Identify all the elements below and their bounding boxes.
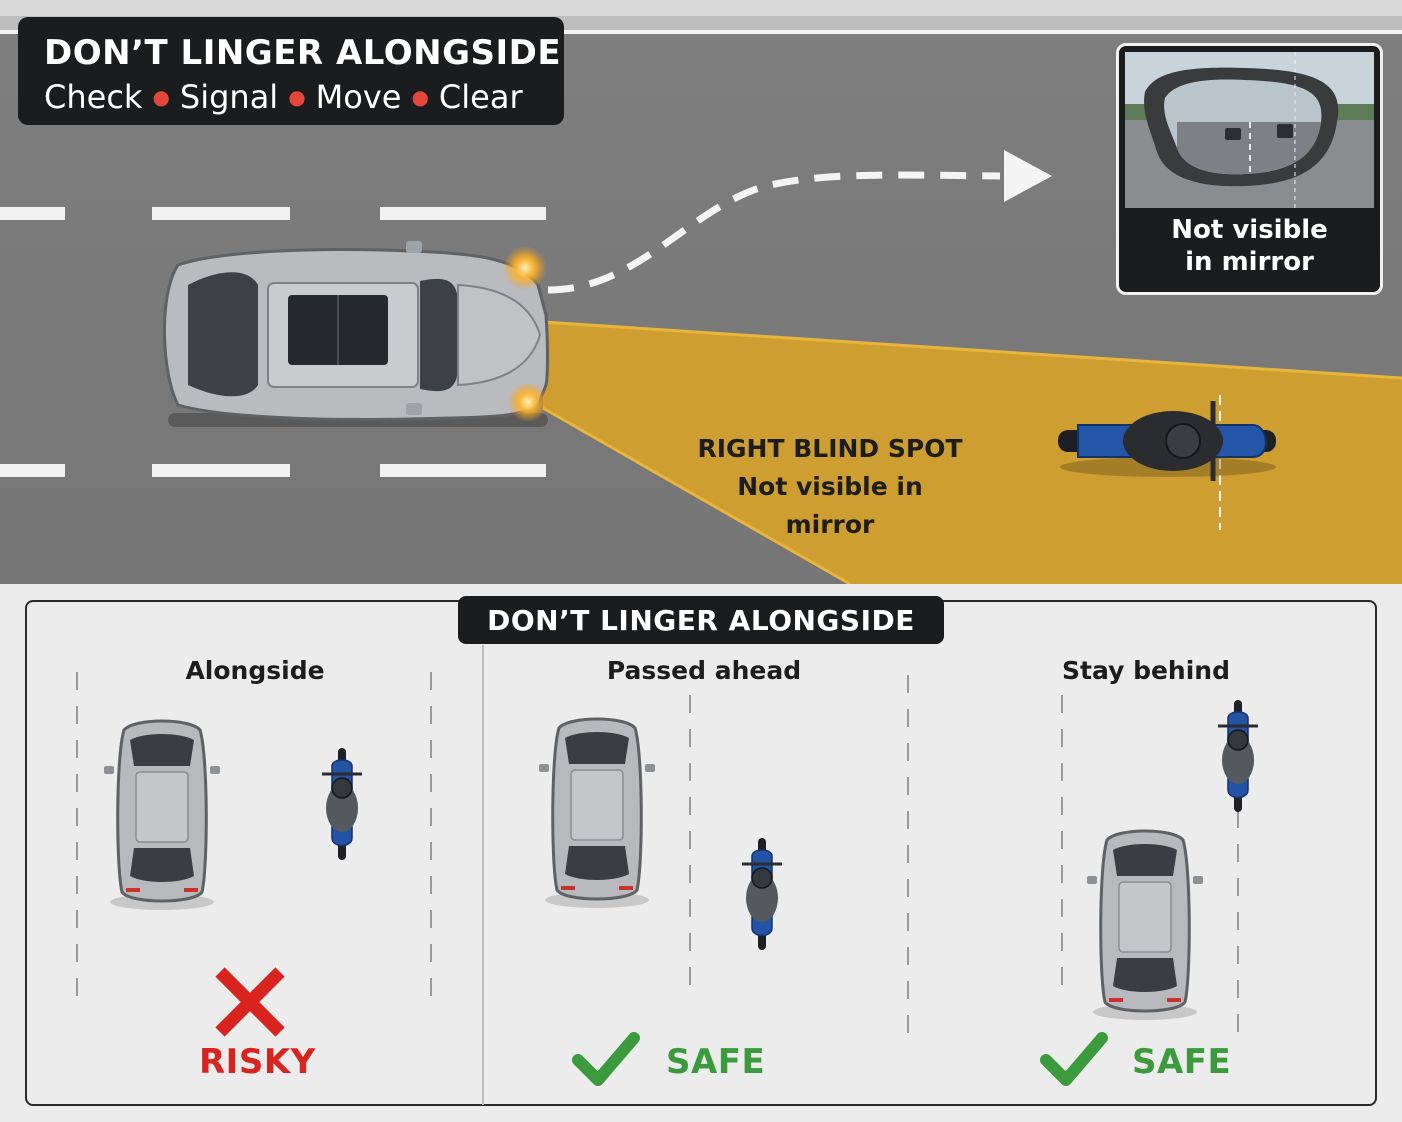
step-check: Check (44, 78, 143, 116)
title-heading: DON’T LINGER ALONGSIDE (44, 33, 562, 73)
blind-spot-zone (543, 322, 1402, 584)
steps-row: Check ● Signal ● Move ● Clear (44, 77, 538, 121)
bullet-icon: ● (288, 85, 306, 109)
mirror-caption: Not visible in mirror (1119, 214, 1380, 278)
motorcycle-stay-behind (1216, 698, 1260, 814)
lane-markings (0, 207, 546, 477)
checkmark-icon (1040, 1032, 1108, 1086)
blind-spot-label: RIGHT BLIND SPOT Not visible in mirror (690, 430, 970, 544)
main-car (162, 241, 549, 427)
road-scene: DON’T LINGER ALONGSIDE Check ● Signal ● Move… (0, 0, 1402, 584)
x-cross-icon (215, 967, 285, 1037)
step-clear: Clear (438, 78, 523, 116)
car-stay-behind (1085, 829, 1205, 1022)
panel-lane-lines (76, 672, 1239, 1035)
checkmark-icon (572, 1032, 640, 1086)
verdict-safe-stay-behind: SAFE (1132, 1042, 1232, 1082)
column-heading-alongside: Alongside (185, 656, 325, 685)
mirror-inset: Not visible in mirror (1116, 43, 1383, 295)
motorcycle-alongside (320, 746, 364, 862)
step-signal: Signal (179, 78, 279, 116)
bullet-icon: ● (152, 85, 170, 109)
title-banner: DON’T LINGER ALONGSIDE Check ● Signal ● Move… (18, 17, 564, 125)
step-move: Move (315, 78, 402, 116)
blind-spot-subtitle: Not visible in mirror (737, 472, 923, 539)
side-mirror-image (1125, 52, 1374, 208)
bullet-icon: ● (411, 85, 429, 109)
mirror-caption-line1: Not visible (1171, 215, 1328, 245)
motorcycle-rider (1058, 401, 1276, 481)
column-heading-stay-behind: Stay behind (1062, 656, 1230, 685)
column-divider (482, 645, 484, 1105)
verdict-safe-passed-ahead: SAFE (666, 1042, 766, 1082)
verdict-risky: RISKY (199, 1042, 316, 1082)
blind-spot-title: RIGHT BLIND SPOT (697, 434, 963, 463)
car-passed-ahead (537, 717, 657, 910)
car-alongside (102, 719, 222, 912)
panel-title: DON’T LINGER ALONGSIDE (458, 596, 944, 644)
motorcycle-passed-ahead (740, 836, 784, 952)
column-heading-passed-ahead: Passed ahead (606, 656, 802, 685)
mirror-caption-line2: in mirror (1185, 247, 1314, 277)
lane-change-arrow (547, 171, 1001, 294)
